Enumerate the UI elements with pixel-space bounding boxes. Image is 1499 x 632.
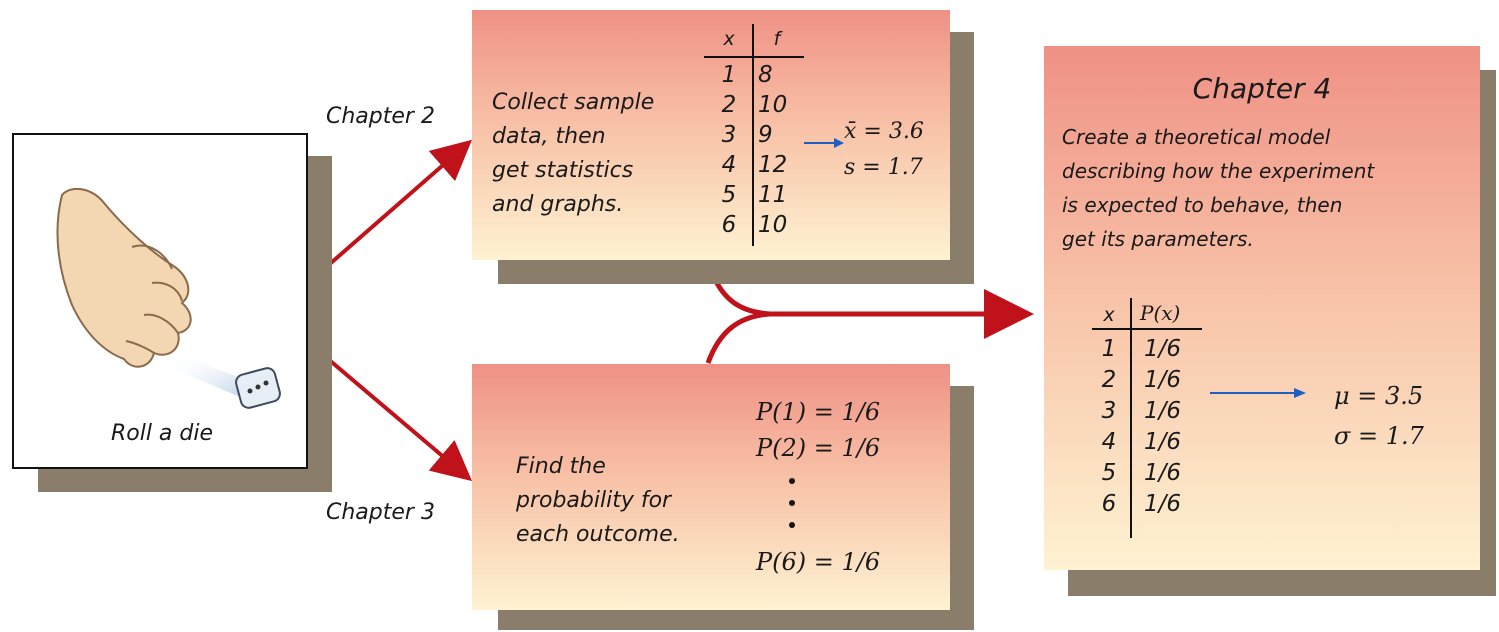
table-rule <box>1092 328 1202 330</box>
table-cell: 1 <box>721 62 737 88</box>
chapter3-description: Find the probability for each outcome. <box>516 450 680 552</box>
probability-item: P(1) = 1/6 <box>756 398 881 426</box>
model-parameters: μ = 3.5 σ = 1.7 <box>1334 376 1424 456</box>
table-cell: 6 <box>1101 491 1117 517</box>
param-sigma: σ = 1.7 <box>1334 422 1424 450</box>
table-cell: 1/6 <box>1144 429 1182 455</box>
sample-mean: x̄ = 3.6 <box>844 119 924 144</box>
table-col-f: 8 10 9 12 11 10 <box>758 60 798 240</box>
chapter3-line: probability for <box>516 488 672 513</box>
chapter3-card: Find the probability for each outcome. P… <box>472 364 950 610</box>
probability-list-top: P(1) = 1/6 P(2) = 1/6 <box>756 394 880 466</box>
table-rule <box>704 56 804 58</box>
table-cell: 9 <box>758 122 773 148</box>
label-chapter-3: Chapter 3 <box>326 500 435 525</box>
sample-std: s = 1.7 <box>844 155 923 180</box>
table-cell: 5 <box>1101 460 1117 486</box>
chapter4-description: Create a theoretical model describing ho… <box>1062 120 1374 256</box>
blue-arrow-params <box>1210 388 1306 398</box>
arrow-to-chapter2 <box>306 139 473 285</box>
table-cell: 1 <box>1101 336 1117 362</box>
table-header-px: P(x) <box>1140 301 1181 325</box>
sample-statistics: x̄ = 3.6 s = 1.7 <box>844 114 924 186</box>
table-cell: 1/6 <box>1144 491 1182 517</box>
chapter4-title: Chapter 4 <box>1192 72 1332 105</box>
label-chapter-2: Chapter 2 <box>326 104 435 129</box>
start-card: Roll a die <box>12 133 308 469</box>
chapter4-card: Chapter 4 Create a theoretical model des… <box>1044 46 1480 570</box>
table-cell: 1/6 <box>1144 336 1182 362</box>
table-cell: 3 <box>721 122 737 148</box>
table-cell: 11 <box>758 182 788 208</box>
die-icon <box>174 355 281 409</box>
table-divider <box>1130 298 1132 538</box>
table-col-x: 1 2 3 4 5 6 <box>712 60 746 240</box>
hand-illustration <box>56 187 192 368</box>
chapter4-line: describing how the experiment <box>1062 159 1375 183</box>
ellipsis-dot <box>789 478 795 484</box>
table-cell: 10 <box>758 212 788 238</box>
chapter2-description: Collect sample data, then get statistics… <box>492 86 654 222</box>
ellipsis-dot <box>789 522 795 528</box>
probability-item: P(2) = 1/6 <box>756 434 881 462</box>
probability-item: P(6) = 1/6 <box>756 548 881 576</box>
chapter4-line: get its parameters. <box>1062 227 1254 251</box>
table-col-x: 1 2 3 4 5 6 <box>1094 334 1124 520</box>
table-cell: 6 <box>721 212 737 238</box>
table-cell: 1/6 <box>1144 460 1182 486</box>
table-cell: 1/6 <box>1144 367 1182 393</box>
chapter3-line: Find the <box>516 454 606 479</box>
chapter4-line: Create a theoretical model <box>1062 125 1331 149</box>
table-header-x: x <box>723 28 735 50</box>
table-cell: 5 <box>721 182 737 208</box>
table-cell: 2 <box>721 92 737 118</box>
chapter2-line: get statistics <box>492 158 634 183</box>
blue-arrow-stats <box>804 138 844 148</box>
table-col-p: 1/6 1/6 1/6 1/6 1/6 1/6 <box>1144 334 1204 520</box>
merge-curve-bottom <box>705 311 771 364</box>
param-mu: μ = 3.5 <box>1334 382 1424 410</box>
chapter2-line: and graphs. <box>492 192 624 217</box>
table-header-f: f <box>773 28 781 50</box>
table-cell: 12 <box>758 152 788 178</box>
start-caption: Roll a die <box>110 421 214 446</box>
chapter4-line: is expected to behave, then <box>1062 193 1343 217</box>
table-cell: 8 <box>758 62 773 88</box>
chapter3-line: each outcome. <box>516 522 680 547</box>
table-cell: 10 <box>758 92 788 118</box>
chapter2-line: data, then <box>492 124 606 149</box>
table-cell: 2 <box>1101 367 1117 393</box>
chapter2-card: Collect sample data, then get statistics… <box>472 10 950 260</box>
probability-list-bottom: P(6) = 1/6 <box>756 544 880 580</box>
table-cell: 4 <box>721 152 737 178</box>
table-cell: 4 <box>1101 429 1117 455</box>
table-header-x: x <box>1103 304 1115 326</box>
table-cell: 3 <box>1101 398 1117 424</box>
table-cell: 1/6 <box>1144 398 1182 424</box>
table-divider <box>752 24 754 246</box>
chapter2-line: Collect sample <box>492 90 655 115</box>
arrow-to-chapter3 <box>306 340 473 482</box>
ellipsis-dot <box>789 500 795 506</box>
